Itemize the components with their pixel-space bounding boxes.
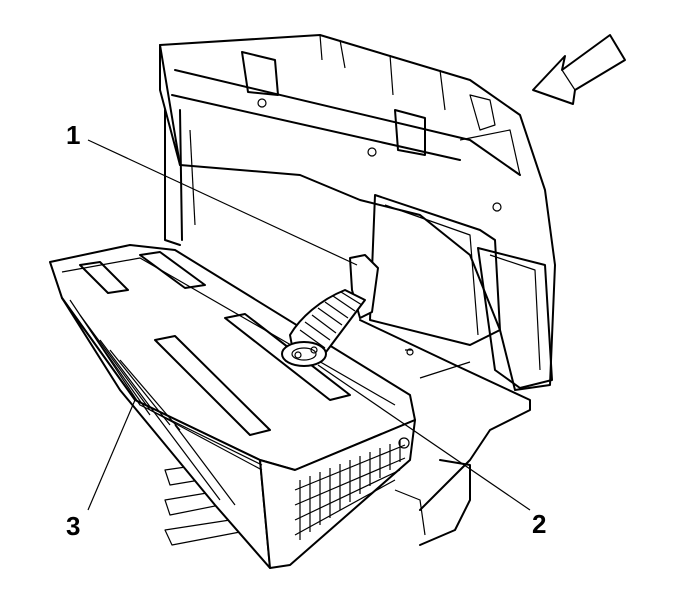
- callout-3: 3: [66, 511, 80, 541]
- leader-line-1: [87, 139, 358, 266]
- callout-2: 2: [532, 509, 546, 539]
- rear-wall-panel: [159, 34, 556, 546]
- duct-housing: [49, 244, 416, 569]
- arrow-icon: [532, 34, 626, 105]
- leader-line-3: [87, 399, 136, 511]
- leader-lines: [87, 139, 531, 511]
- leader-line-2: [317, 364, 531, 511]
- bellows-hose: [281, 254, 379, 367]
- callout-1: 1: [66, 120, 80, 150]
